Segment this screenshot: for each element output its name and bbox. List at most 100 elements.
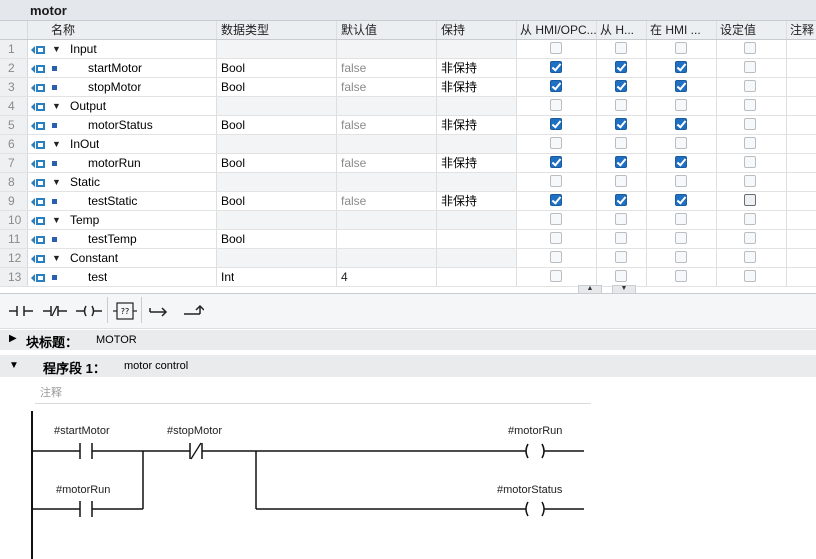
header-comment[interactable]: 注释	[790, 23, 815, 37]
variable-name[interactable]: test	[88, 270, 108, 284]
retain-cell[interactable]: 非保持	[441, 118, 478, 132]
coil-motor-run-label[interactable]: #motorRun	[508, 425, 563, 437]
setpoint-checkbox[interactable]	[744, 80, 756, 92]
from-h-checkbox[interactable]	[615, 156, 627, 168]
in-hmi-checkbox[interactable]	[675, 42, 687, 54]
header-from-hmi-opc[interactable]: 从 HMI/OPC...	[520, 23, 596, 37]
data-type-cell[interactable]: Bool	[221, 194, 246, 208]
setpoint-checkbox[interactable]	[744, 99, 756, 111]
variable-name[interactable]: Static	[70, 175, 101, 189]
from-hmi-opc-checkbox[interactable]	[550, 251, 562, 263]
in-hmi-checkbox[interactable]	[675, 118, 687, 130]
table-row[interactable]: 8▼Static	[0, 173, 816, 192]
block-title-row[interactable]: ▶ 块标题： MOTOR	[0, 330, 816, 350]
setpoint-checkbox[interactable]	[744, 270, 756, 282]
setpoint-checkbox[interactable]	[744, 251, 756, 263]
section-collapse-icon[interactable]: ▼	[52, 44, 61, 54]
from-h-checkbox[interactable]	[615, 251, 627, 263]
from-hmi-opc-checkbox[interactable]	[550, 213, 562, 225]
from-h-checkbox[interactable]	[615, 80, 627, 92]
setpoint-checkbox[interactable]	[744, 213, 756, 225]
in-hmi-checkbox[interactable]	[675, 137, 687, 149]
table-row[interactable]: 12▼Constant	[0, 249, 816, 268]
default-value-cell[interactable]: false	[341, 80, 367, 94]
variable-name[interactable]: Output	[70, 99, 107, 113]
in-hmi-checkbox[interactable]	[675, 251, 687, 263]
from-h-checkbox[interactable]	[615, 270, 627, 282]
header-data-type[interactable]: 数据类型	[221, 23, 270, 37]
default-value-cell[interactable]: 4	[341, 270, 348, 284]
from-h-checkbox[interactable]	[615, 61, 627, 73]
network-title[interactable]: motor control	[124, 360, 189, 372]
from-hmi-opc-checkbox[interactable]	[550, 175, 562, 187]
open-branch-icon[interactable]	[144, 297, 174, 324]
variable-name[interactable]: Constant	[70, 251, 119, 265]
section-collapse-icon[interactable]: ▼	[52, 177, 61, 187]
in-hmi-checkbox[interactable]	[675, 232, 687, 244]
expand-arrow-icon[interactable]: ▶	[9, 333, 17, 344]
in-hmi-checkbox[interactable]	[675, 156, 687, 168]
default-value-cell[interactable]: false	[341, 61, 367, 75]
setpoint-checkbox[interactable]	[744, 194, 756, 206]
variable-name[interactable]: Input	[70, 42, 97, 56]
normally-open-contact-icon[interactable]	[6, 297, 36, 324]
header-name[interactable]: 名称	[51, 23, 76, 37]
in-hmi-checkbox[interactable]	[675, 270, 687, 282]
from-hmi-opc-checkbox[interactable]	[550, 99, 562, 111]
from-h-checkbox[interactable]	[615, 232, 627, 244]
header-in-hmi[interactable]: 在 HMI ...	[650, 23, 701, 37]
network-comment-field[interactable]: 注释	[35, 381, 591, 404]
header-retain[interactable]: 保持	[441, 23, 466, 37]
setpoint-checkbox[interactable]	[744, 232, 756, 244]
variable-name[interactable]: motorStatus	[88, 118, 153, 132]
from-hmi-opc-checkbox[interactable]	[550, 42, 562, 54]
from-h-checkbox[interactable]	[615, 42, 627, 54]
variable-name[interactable]: stopMotor	[88, 80, 142, 94]
from-hmi-opc-checkbox[interactable]	[550, 80, 562, 92]
from-h-checkbox[interactable]	[615, 99, 627, 111]
variable-name[interactable]: Temp	[70, 213, 100, 227]
header-from-h[interactable]: 从 H...	[600, 23, 635, 37]
data-type-cell[interactable]: Bool	[221, 80, 246, 94]
variable-name[interactable]: testStatic	[88, 194, 138, 208]
section-collapse-icon[interactable]: ▼	[52, 139, 61, 149]
variable-name[interactable]: InOut	[70, 137, 100, 151]
from-h-checkbox[interactable]	[615, 213, 627, 225]
contact-stop-motor-label[interactable]: #stopMotor	[167, 425, 223, 437]
close-branch-icon[interactable]	[178, 297, 208, 324]
from-h-checkbox[interactable]	[615, 175, 627, 187]
setpoint-checkbox[interactable]	[744, 137, 756, 149]
data-type-cell[interactable]: Bool	[221, 156, 246, 170]
table-row[interactable]: 1▼Input	[0, 40, 816, 59]
default-value-cell[interactable]: false	[341, 194, 367, 208]
variable-name[interactable]: motorRun	[88, 156, 141, 170]
default-value-cell[interactable]: false	[341, 118, 367, 132]
network-header-row[interactable]: ▼ 程序段 1： motor control	[0, 355, 816, 377]
normally-closed-contact-icon[interactable]	[40, 297, 70, 324]
section-collapse-icon[interactable]: ▼	[52, 253, 61, 263]
from-hmi-opc-checkbox[interactable]	[550, 137, 562, 149]
data-type-cell[interactable]: Int	[221, 270, 235, 284]
default-value-cell[interactable]: false	[341, 156, 367, 170]
in-hmi-checkbox[interactable]	[675, 61, 687, 73]
from-hmi-opc-checkbox[interactable]	[550, 194, 562, 206]
setpoint-checkbox[interactable]	[744, 118, 756, 130]
collapse-arrow-icon[interactable]: ▼	[9, 360, 19, 371]
contact-motor-run-label[interactable]: #motorRun	[56, 484, 111, 496]
from-h-checkbox[interactable]	[615, 118, 627, 130]
empty-box-icon[interactable]: ??	[110, 297, 140, 324]
output-coil-icon[interactable]	[74, 297, 104, 324]
setpoint-checkbox[interactable]	[744, 156, 756, 168]
retain-cell[interactable]: 非保持	[441, 156, 478, 170]
retain-cell[interactable]: 非保持	[441, 61, 478, 75]
table-row[interactable]: 6▼InOut	[0, 135, 816, 154]
from-hmi-opc-checkbox[interactable]	[550, 232, 562, 244]
data-type-cell[interactable]: Bool	[221, 61, 246, 75]
from-h-checkbox[interactable]	[615, 194, 627, 206]
coil-motor-status-label[interactable]: #motorStatus	[497, 484, 563, 496]
